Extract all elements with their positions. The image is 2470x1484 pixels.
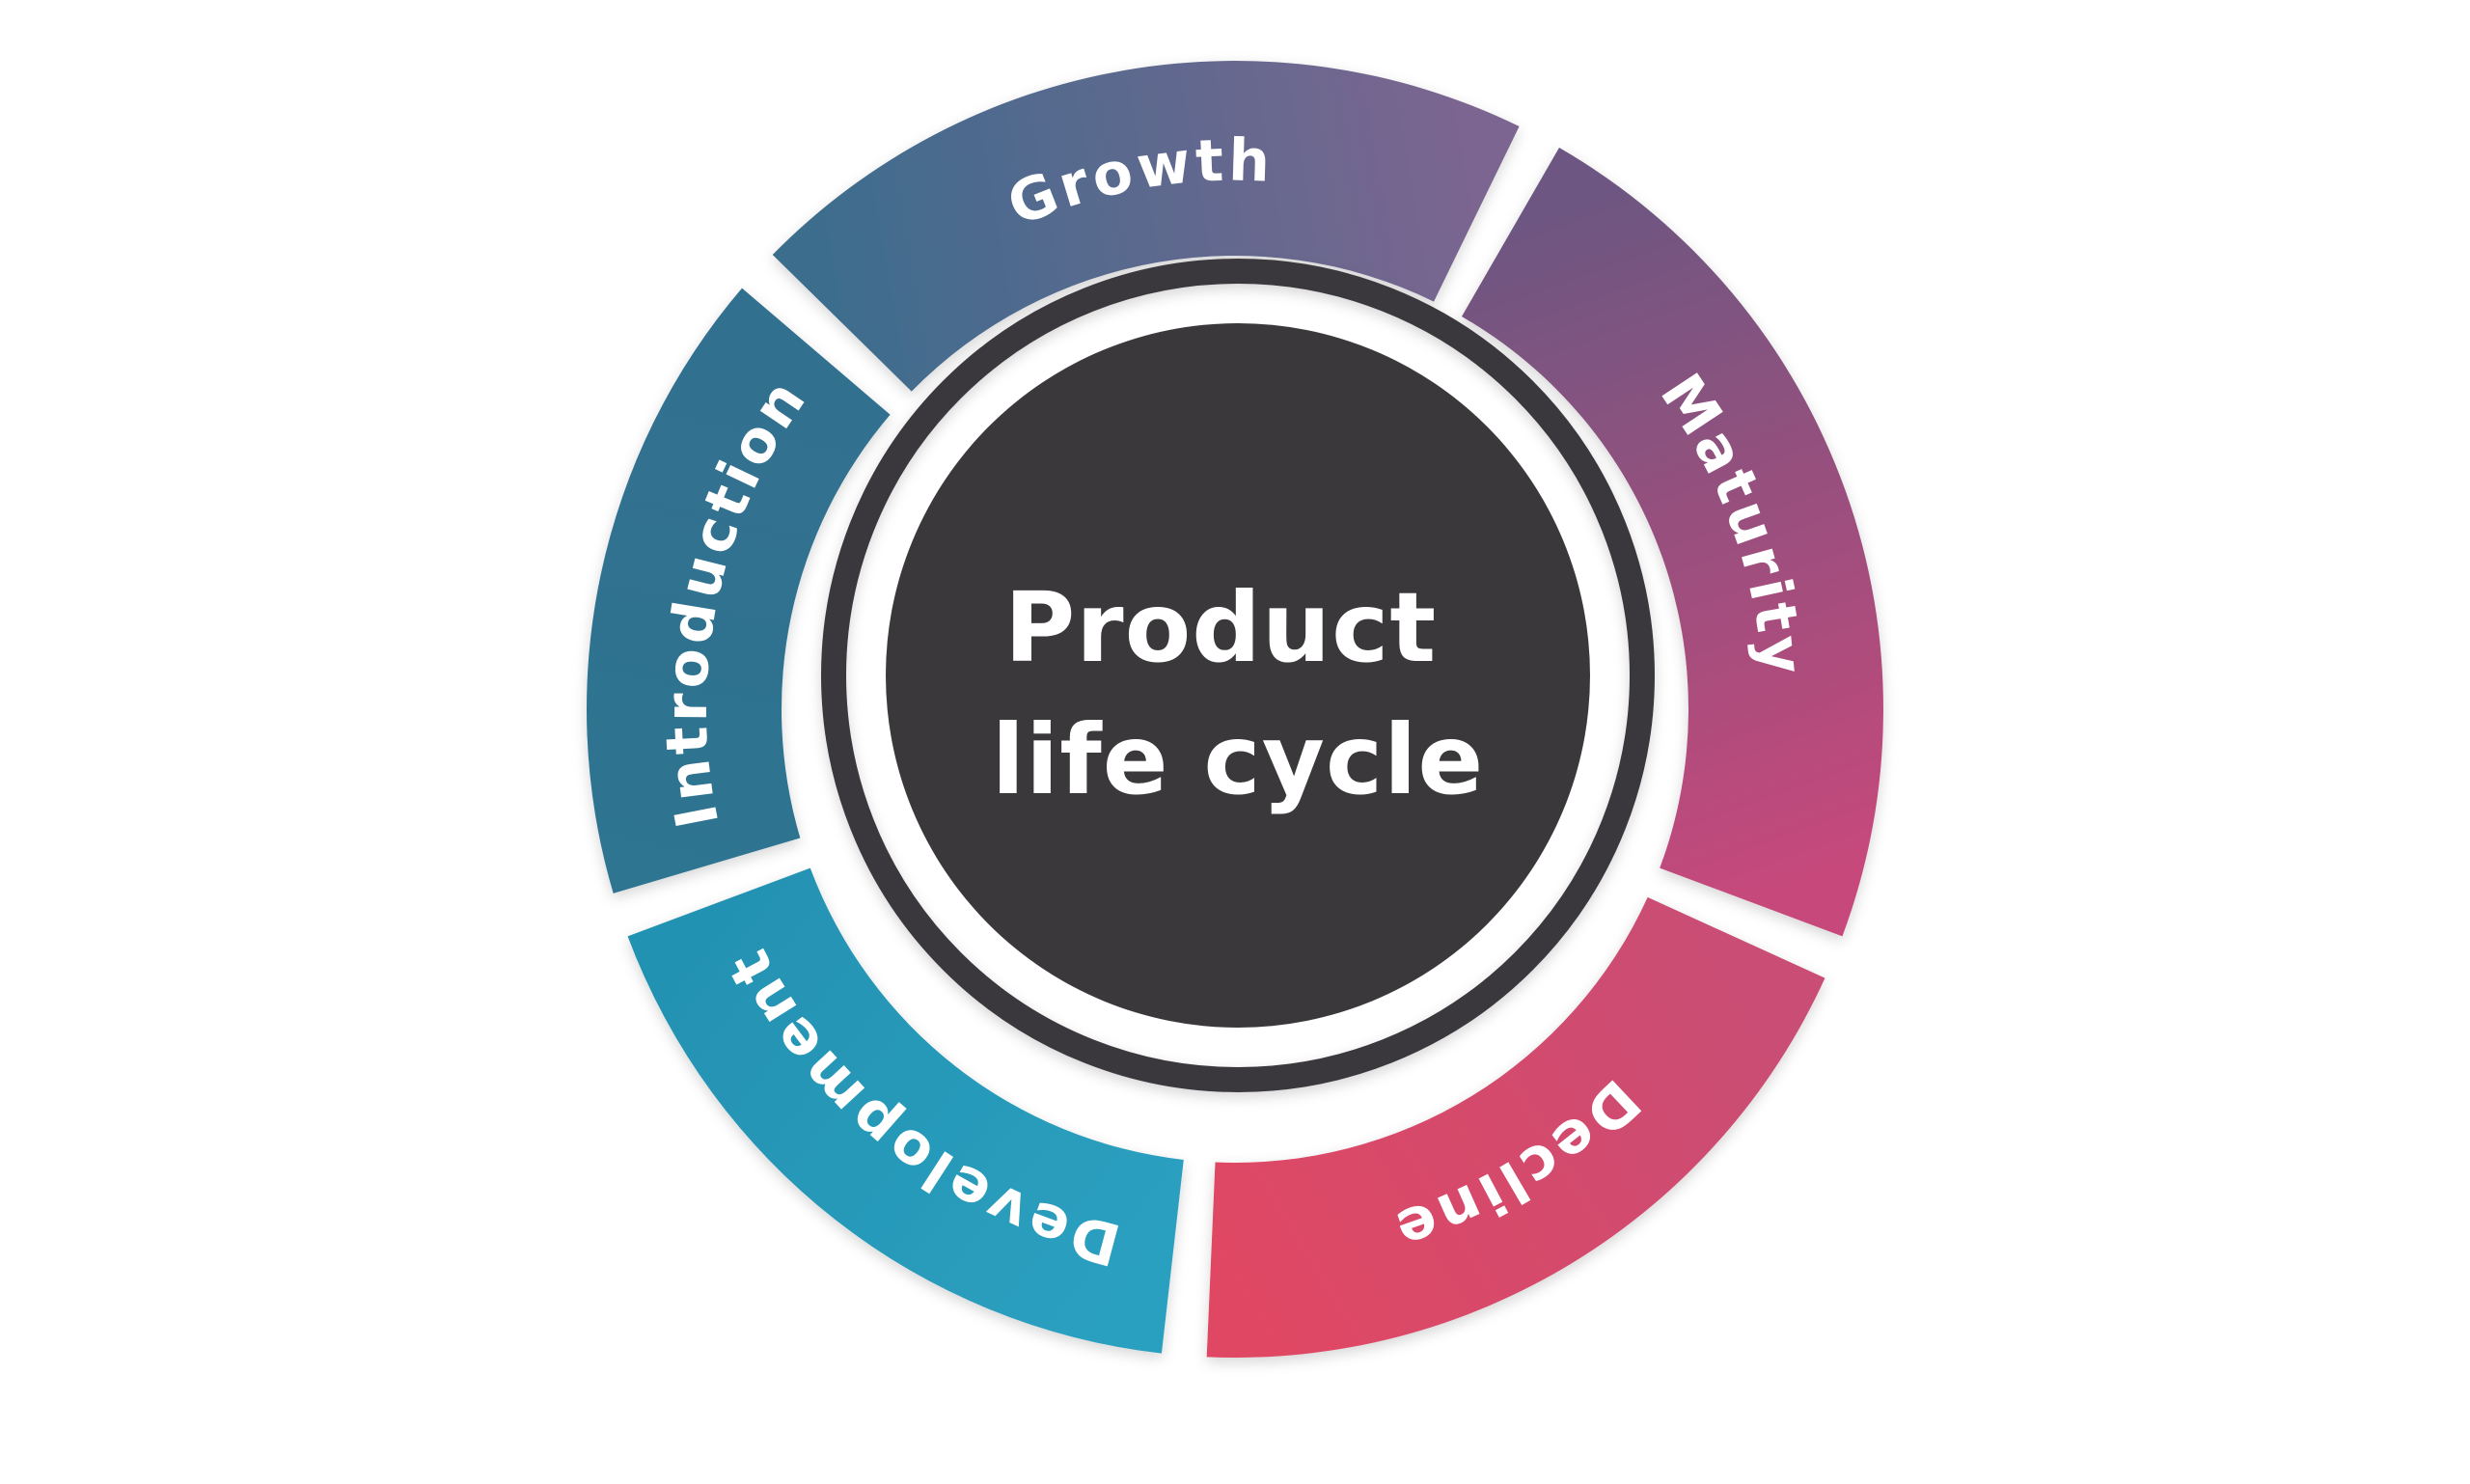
core-circle <box>886 323 1590 1028</box>
inner-ring <box>821 259 1655 1092</box>
stage-segment-decline <box>1206 896 1825 1358</box>
core-title: Product life cycle <box>992 571 1485 816</box>
stage-segment-maturity <box>1462 148 1883 937</box>
stage-segment-development <box>627 867 1184 1354</box>
core-title-line1: Product <box>1004 571 1437 684</box>
stage-segment-growth <box>772 61 1520 392</box>
stage-segment-introduction <box>586 288 891 893</box>
core-title-line2: life cycle <box>992 703 1485 816</box>
stage-segments <box>586 61 1883 1358</box>
